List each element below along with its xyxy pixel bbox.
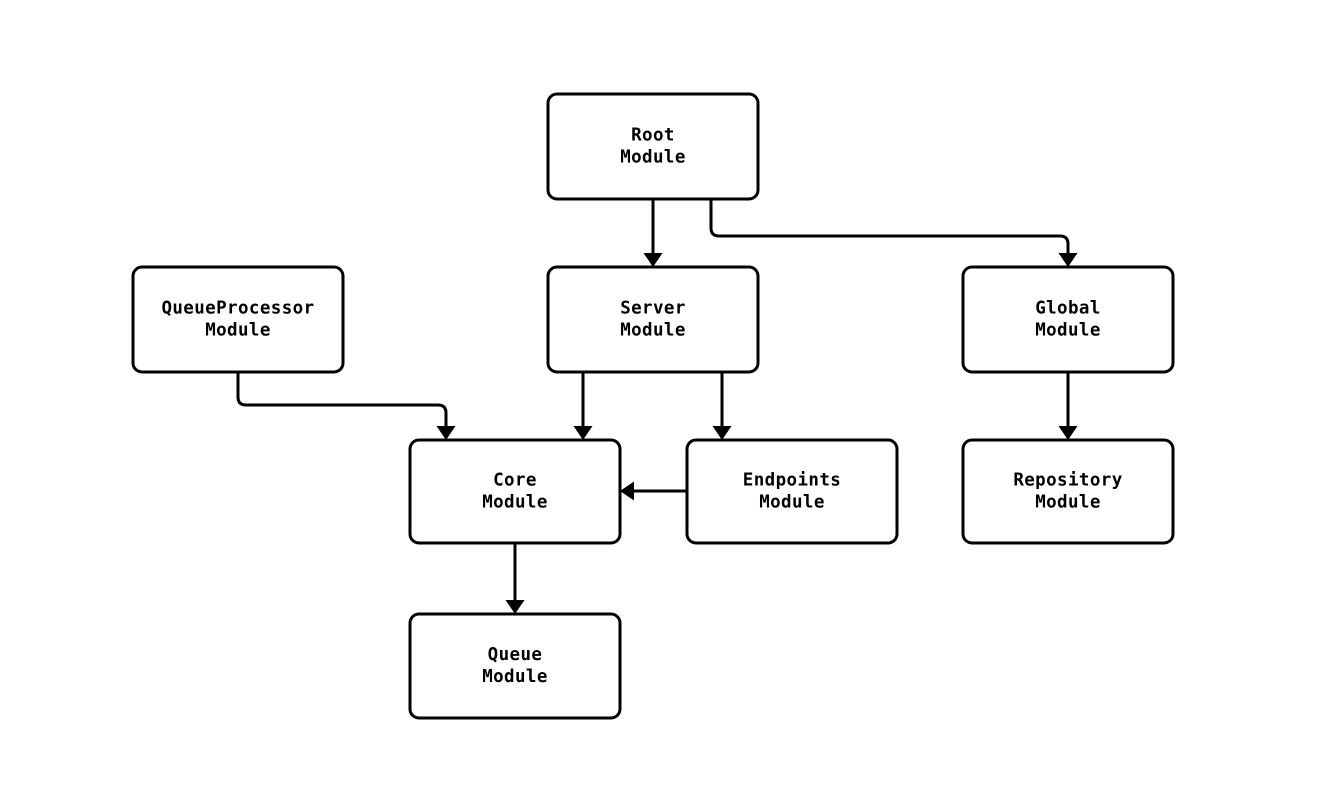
node-label-secondary: Module [759,493,825,513]
edge-server-to-endpoints [712,372,732,440]
node-label-primary: Server [620,299,686,319]
node-box[interactable] [961,438,1175,545]
edge-root-to-server [643,199,663,267]
arrow-head [1058,253,1078,267]
edge-core-to-queue [505,543,525,614]
arrow-head [1058,426,1078,440]
node-label-primary: Global [1035,299,1101,319]
arrow-head [436,426,456,440]
node-label-secondary: Module [1035,493,1101,513]
edge-line [709,199,1070,253]
node-label-primary: Queue [488,645,543,665]
edge-endpoints-to-core [620,481,687,501]
edges-layer [236,199,1078,614]
node-box[interactable] [408,438,622,545]
node-box[interactable] [131,265,345,374]
node-label-secondary: Module [205,321,271,341]
node-box[interactable] [685,438,899,545]
arrow-head [505,600,525,614]
arrow-head [620,481,634,501]
node-label-primary: QueueProcessor [161,299,314,319]
edge-global-to-repository [1058,372,1078,440]
node-box[interactable] [546,265,760,374]
node-label-primary: Repository [1013,471,1122,491]
node-label-secondary: Module [620,321,686,341]
edge-queueprocessor-to-core [236,372,456,440]
node-label-primary: Core [493,471,537,491]
node-box[interactable] [961,265,1175,374]
edge-root-to-global [709,199,1078,267]
node-box[interactable] [546,92,760,201]
edge-server-to-core [573,372,593,440]
node-label-primary: Root [631,126,675,146]
arrow-head [643,253,663,267]
edge-line [236,372,448,426]
node-label-secondary: Module [482,493,548,513]
node-label-primary: Endpoints [743,471,841,491]
node-box[interactable] [408,612,622,720]
arrow-head [573,426,593,440]
arrow-head [712,426,732,440]
node-label-secondary: Module [620,148,686,168]
nodes-layer: RootModuleQueueProcessorModuleServerModu… [131,92,1175,720]
node-label-secondary: Module [1035,321,1101,341]
node-label-secondary: Module [482,667,548,687]
